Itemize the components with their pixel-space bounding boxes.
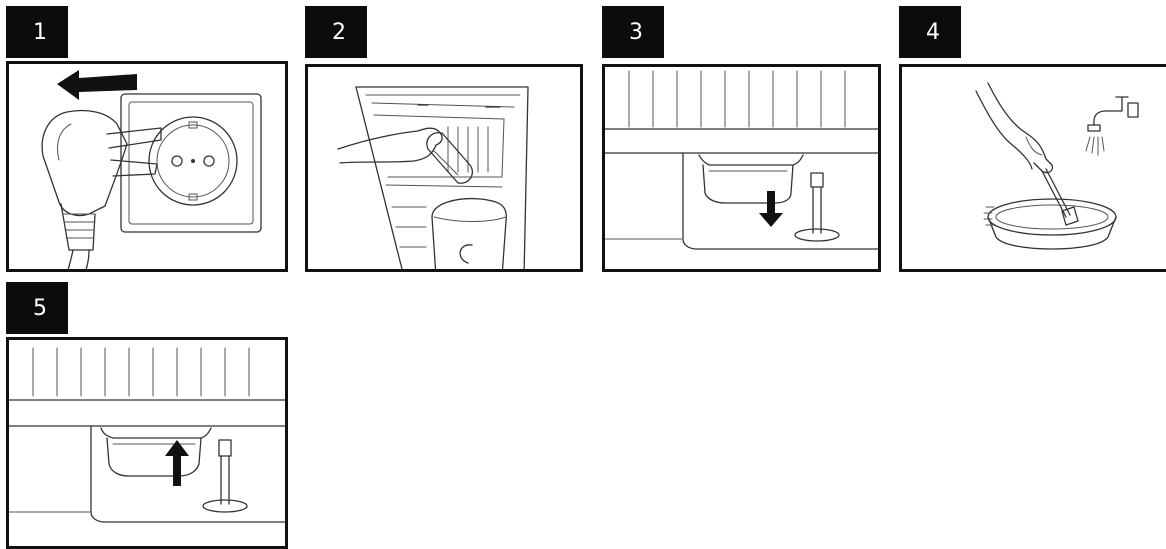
push-up-drip-tray-icon (9, 340, 285, 546)
step-number-badge: 3 (602, 6, 664, 58)
step-number-badge: 2 (305, 6, 367, 58)
step-number-label: 2 (332, 20, 346, 45)
step-illustration-panel (305, 64, 583, 272)
step-number-label: 5 (33, 296, 47, 321)
pull-down-drip-tray-icon (605, 67, 878, 269)
step-illustration-panel (6, 61, 288, 272)
step-number-label: 1 (33, 20, 47, 45)
step-number-badge: 5 (6, 282, 68, 334)
step-illustration-panel (602, 64, 881, 272)
wash-tray-with-brush-icon (902, 67, 1166, 269)
step-number-badge: 4 (899, 6, 961, 58)
step-illustration-panel (899, 64, 1166, 272)
remove-water-container-icon (308, 67, 580, 269)
step-number-label: 4 (926, 20, 940, 45)
step-illustration-panel (6, 337, 288, 549)
step-number-label: 3 (629, 20, 643, 45)
step-number-badge: 1 (6, 6, 68, 58)
unplug-power-cord-icon (9, 64, 285, 269)
